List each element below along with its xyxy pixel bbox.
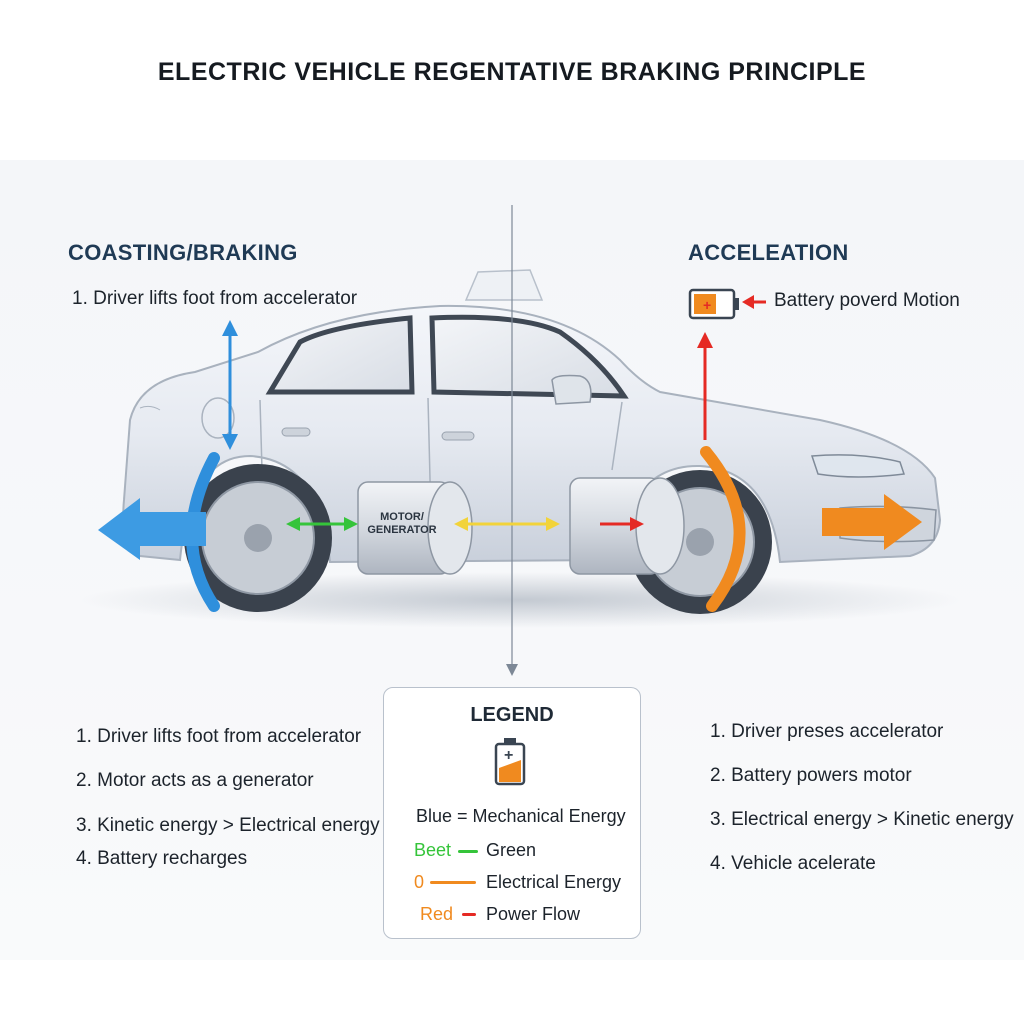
legend-green-label: Green [486, 840, 537, 860]
electrical-energy-arc [700, 446, 746, 612]
page-title: ELECTRIC VEHICLE REGENTATIVE BRAKING PRI… [157, 58, 867, 86]
legend-red-line [462, 913, 476, 916]
motor-generator [357, 481, 473, 575]
list-item: 2. Battery powers motor [710, 765, 912, 786]
arrow-icon [822, 494, 922, 550]
list-item: 3. Electrical energy > Kinetic energy [710, 809, 1014, 830]
rear-window [265, 315, 415, 395]
door-handle [281, 427, 311, 437]
legend-title: LEGEND [470, 704, 554, 726]
svg-text:+: + [703, 297, 711, 313]
roof-sign [464, 269, 544, 301]
legend-mechanical: Blue = Mechanical Energy [416, 806, 626, 826]
legend-red-key: Red [420, 904, 454, 924]
list-item: 2. Motor acts as a generator [76, 770, 314, 791]
coasting-braking-heading: COASTING/BRAKING [68, 240, 298, 265]
legend-orange-label: Electrical Energy [486, 872, 622, 892]
legend-orange-key: 0 [414, 872, 425, 892]
arrow-icon [286, 517, 358, 531]
acceleration-heading: ACCELEATION [688, 240, 849, 265]
list-item: 4. Battery recharges [76, 848, 248, 869]
door-handle [441, 431, 475, 441]
battery-note: Battery poverd Motion [774, 290, 960, 311]
front-motor [569, 477, 685, 575]
list-item: 1. Driver preses accelerator [710, 721, 944, 742]
list-item: 3. Kinetic energy > Electrical energy [76, 815, 380, 836]
arrow-icon [600, 517, 644, 531]
arrow-icon [697, 332, 713, 440]
svg-text:+: + [504, 747, 513, 764]
arrow-icon [98, 498, 206, 560]
motor-generator-label: MOTOR/ GENERATOR [367, 511, 437, 536]
battery-icon: + [494, 738, 526, 786]
headlight [810, 454, 906, 478]
side-mirror [551, 374, 592, 405]
legend-green-key: Beet [414, 840, 452, 860]
legend-green-line [458, 850, 478, 853]
legend-box: LEGEND + Blue = Mechanical Energy Beet G… [383, 687, 641, 939]
left-top-note: 1. Driver lifts foot from accelerator [72, 288, 358, 309]
arrow-icon [222, 320, 238, 450]
list-item: 1. Driver lifts foot from accelerator [76, 726, 362, 747]
legend-red-label: Power Flow [486, 904, 581, 924]
rear-wheel [184, 464, 332, 612]
legend-orange-line [430, 881, 476, 884]
arrow-icon [742, 295, 766, 309]
battery-icon: + [688, 288, 739, 320]
list-item: 4. Vehicle acelerate [710, 853, 876, 874]
arrow-icon [454, 517, 560, 531]
